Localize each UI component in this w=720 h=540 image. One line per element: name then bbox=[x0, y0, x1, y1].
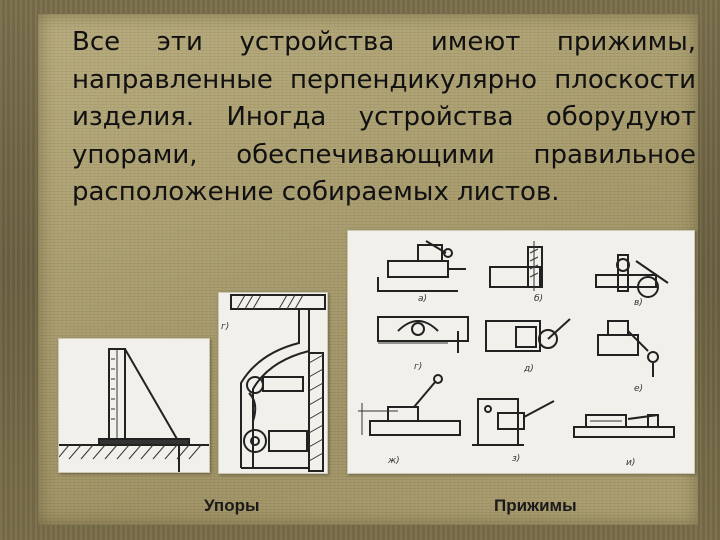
middle-sublabel: г) bbox=[221, 322, 229, 332]
caption-stops: Упоры bbox=[204, 496, 260, 515]
clamps-drawing-image: а) б) в) г) bbox=[347, 230, 695, 474]
clamp-d-drawing: д) bbox=[485, 318, 571, 374]
clamp-i-drawing: и) bbox=[573, 414, 675, 468]
svg-text:в): в) bbox=[634, 298, 643, 308]
svg-text:з): з) bbox=[512, 454, 520, 464]
stop-drawing-image bbox=[58, 338, 210, 473]
clamp-zh-drawing: ж) bbox=[358, 374, 461, 466]
svg-text:г): г) bbox=[414, 362, 422, 372]
svg-text:е): е) bbox=[634, 384, 643, 394]
clamp-g-drawing: г) bbox=[377, 316, 469, 372]
clamp-z-drawing: з) bbox=[472, 398, 555, 464]
svg-text:д): д) bbox=[523, 364, 534, 374]
clamp-e-drawing: е) bbox=[597, 320, 659, 394]
clamp-b-drawing: б) bbox=[489, 241, 543, 304]
clamp-a-drawing: а) bbox=[377, 240, 466, 304]
slide-body-text: Все эти устройства имеют прижимы, направ… bbox=[72, 27, 696, 207]
clamp-stop-drawing-image: г) bbox=[218, 292, 328, 474]
svg-text:б): б) bbox=[534, 294, 543, 304]
svg-text:ж): ж) bbox=[387, 456, 400, 466]
clamp-v-drawing: в) bbox=[595, 254, 669, 308]
svg-text:а): а) bbox=[418, 294, 427, 304]
caption-clamps: Прижимы bbox=[494, 496, 577, 515]
svg-text:и): и) bbox=[626, 458, 635, 468]
